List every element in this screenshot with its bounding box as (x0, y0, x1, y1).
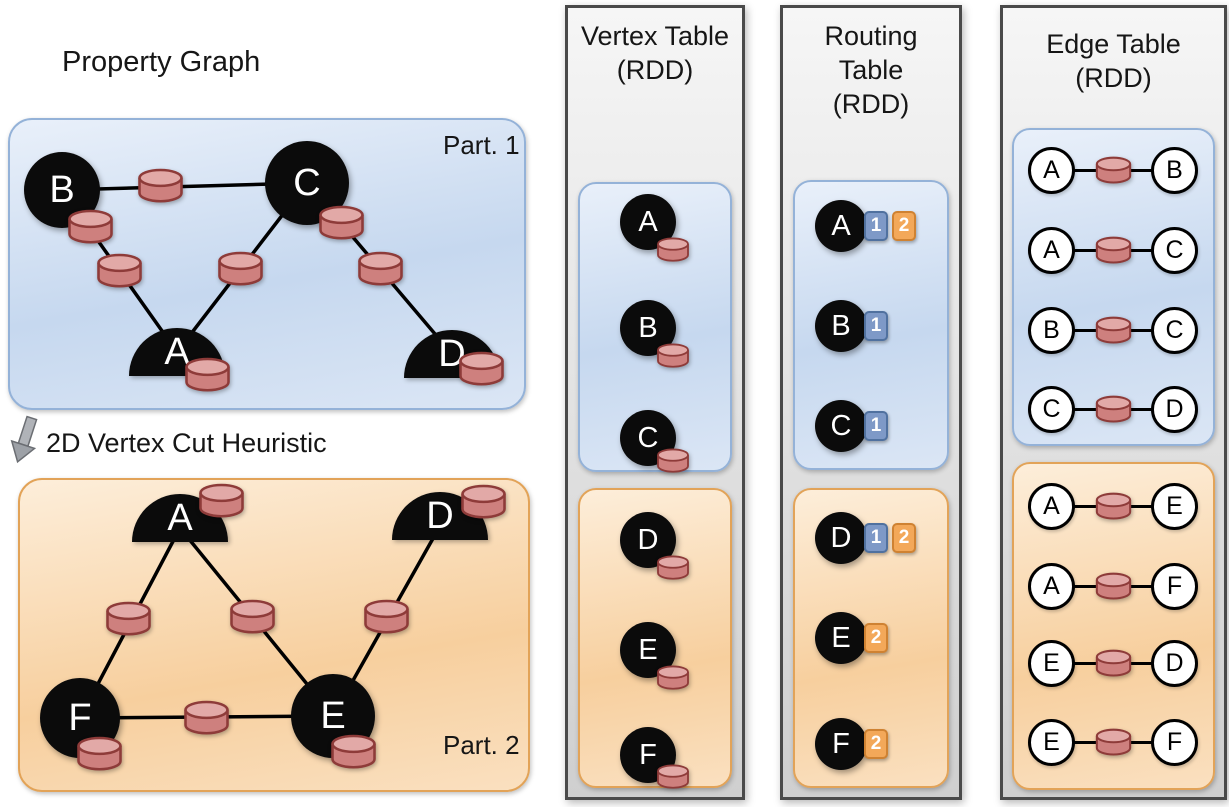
routing-badge-partition-1: 1 (864, 411, 888, 441)
routing-table-node-C: C (815, 400, 867, 452)
routing-table-node-A: A (815, 200, 867, 252)
edge-property-cylinder-icon (1095, 649, 1131, 677)
routing-badge-partition-1: 1 (864, 523, 888, 553)
edge-property-cylinder-icon (1095, 572, 1131, 600)
edge-src-vertex: C (1028, 385, 1075, 433)
edge-src-vertex: A (1028, 146, 1075, 194)
edge-dst-vertex: F (1151, 718, 1198, 766)
routing-badge-partition-1: 1 (864, 311, 888, 341)
edge-property-cylinder-icon (1095, 492, 1131, 520)
routing-badge-partition-1: 1 (864, 211, 888, 241)
edge-property-cylinder-icon (97, 253, 142, 288)
edge-property-cylinder-icon (1095, 728, 1131, 756)
edge-property-cylinder-icon (138, 168, 183, 203)
vertex-property-cylinder-icon (657, 665, 689, 690)
routing-table-node-D: D (815, 512, 867, 564)
edge-property-cylinder-icon (1095, 316, 1131, 344)
edge-property-cylinder-icon (184, 700, 229, 735)
edge-table-row: A C (1028, 226, 1198, 274)
vertex-table-subtitle: (RDD) (616, 54, 694, 85)
vertex-cut-arrow-icon (10, 415, 38, 464)
edge-property-cylinder-icon (1095, 395, 1131, 423)
edge-property-cylinder-icon (230, 599, 275, 634)
edge-src-vertex: A (1028, 482, 1075, 530)
routing-badge-partition-2: 2 (864, 729, 888, 759)
routing-table-subtitle: (RDD) (832, 88, 910, 119)
vertex-property-cylinder-icon (77, 736, 122, 771)
edge-dst-vertex: D (1151, 385, 1198, 433)
edge-property-cylinder-icon (1095, 236, 1131, 264)
routing-table-title: Routing Table (RDD) (780, 20, 962, 121)
edge-table-row: A E (1028, 482, 1198, 530)
edge-dst-vertex: C (1151, 306, 1198, 354)
routing-badge-partition-2: 2 (892, 523, 916, 553)
vertex-table-title-line: Vertex Table (580, 21, 730, 51)
edge-dst-vertex: F (1151, 562, 1198, 610)
edge-table-row: B C (1028, 306, 1198, 354)
edge-src-vertex: B (1028, 306, 1075, 354)
edge-property-cylinder-icon (106, 601, 151, 636)
edge-dst-vertex: E (1151, 482, 1198, 530)
edge-src-vertex: E (1028, 718, 1075, 766)
partition-2-label: Part. 2 (443, 730, 520, 760)
vertex-property-cylinder-icon (657, 343, 689, 368)
edge-table-row: A B (1028, 146, 1198, 194)
routing-table-node-B: B (815, 300, 867, 352)
routing-badge-partition-2: 2 (864, 623, 888, 653)
property-graph-title: Property Graph (62, 46, 261, 78)
routing-badge-partition-2: 2 (892, 211, 916, 241)
edge-property-cylinder-icon (358, 251, 403, 286)
edge-property-cylinder-icon (218, 251, 263, 286)
edge-dst-vertex: D (1151, 639, 1198, 687)
edge-table-title: Edge Table (RDD) (1000, 28, 1227, 96)
edge-table-row: C D (1028, 385, 1198, 433)
edge-property-cylinder-icon (364, 599, 409, 634)
vertex-property-cylinder-icon (331, 734, 376, 769)
edge-table-title-line: Edge Table (1046, 29, 1181, 59)
edge-dst-vertex: C (1151, 226, 1198, 274)
vertex-property-cylinder-icon (319, 205, 364, 240)
edge-dst-vertex: B (1151, 146, 1198, 194)
edge-src-vertex: A (1028, 562, 1075, 610)
edge-table-row: E F (1028, 718, 1198, 766)
edge-src-vertex: E (1028, 639, 1075, 687)
routing-table-title-line: Routing Table (824, 21, 918, 85)
vertex-property-cylinder-icon (461, 484, 506, 519)
vertex-property-cylinder-icon (657, 764, 689, 789)
vertex-cut-label: 2D Vertex Cut Heuristic (46, 428, 327, 458)
edge-property-cylinder-icon (1095, 156, 1131, 184)
routing-table-node-E: E (815, 612, 867, 664)
vertex-table-title: Vertex Table (RDD) (565, 20, 745, 88)
partition-1-label: Part. 1 (443, 130, 520, 160)
edge-table-row: A F (1028, 562, 1198, 610)
vertex-property-cylinder-icon (459, 351, 504, 386)
edge-src-vertex: A (1028, 226, 1075, 274)
vertex-property-cylinder-icon (657, 237, 689, 262)
routing-table-node-F: F (815, 718, 867, 770)
vertex-property-cylinder-icon (68, 209, 113, 244)
vertex-property-cylinder-icon (185, 357, 230, 392)
vertex-property-cylinder-icon (199, 483, 244, 518)
vertex-property-cylinder-icon (657, 448, 689, 473)
edge-table-subtitle: (RDD) (1075, 62, 1152, 93)
vertex-property-cylinder-icon (657, 555, 689, 580)
edge-table-row: E D (1028, 639, 1198, 687)
